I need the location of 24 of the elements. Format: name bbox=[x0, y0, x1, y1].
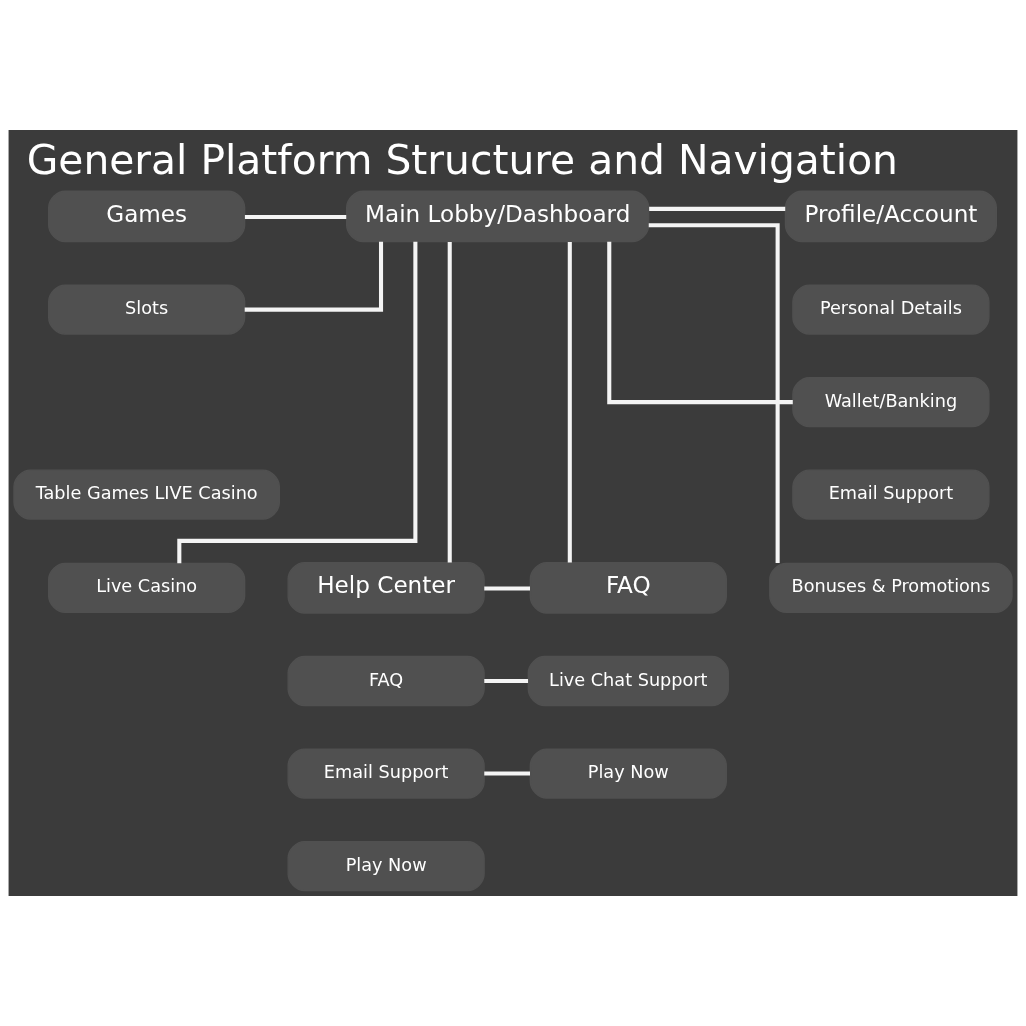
node-box: FAQ bbox=[529, 562, 727, 614]
connector bbox=[484, 771, 530, 776]
connector bbox=[567, 241, 572, 563]
node-box: Main Lobby/Dashboard bbox=[346, 190, 650, 243]
node-box: Wallet/Banking bbox=[792, 376, 990, 428]
node-box: Help Center bbox=[287, 562, 485, 614]
node-box: Slots bbox=[48, 284, 246, 335]
node-box: Profile/Account bbox=[784, 190, 997, 243]
node-box: Bonuses & Promotions bbox=[769, 562, 1013, 613]
connector bbox=[649, 206, 786, 211]
connector bbox=[607, 241, 793, 405]
connector bbox=[244, 215, 347, 220]
connector bbox=[484, 586, 530, 591]
node-box: Play Now bbox=[529, 748, 727, 799]
node-box: Live Chat Support bbox=[527, 655, 729, 707]
connector bbox=[484, 679, 529, 684]
node-box: Live Casino bbox=[48, 562, 246, 613]
node-box: FAQ bbox=[287, 655, 485, 707]
node-box: Games bbox=[48, 190, 246, 243]
node-box: Email Support bbox=[287, 748, 485, 799]
connector bbox=[648, 223, 780, 563]
connector bbox=[244, 241, 384, 312]
connector bbox=[447, 241, 452, 563]
diagram-title: General Platform Structure and Navigation bbox=[26, 135, 898, 184]
